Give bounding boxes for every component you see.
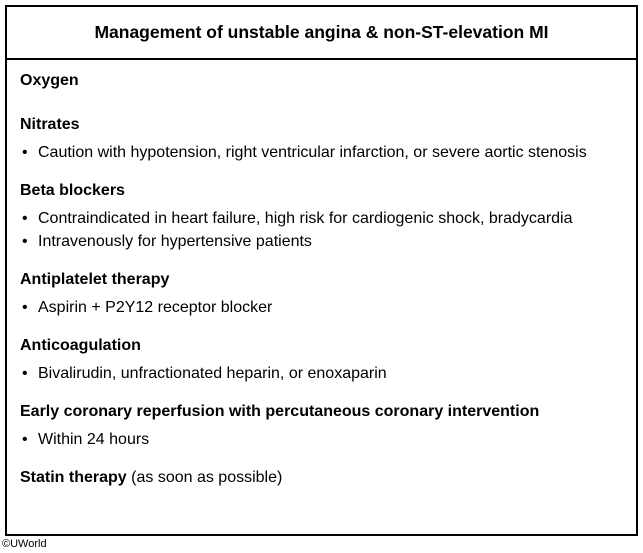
list-item-text: Caution with hypotension, right ventricu… (38, 144, 587, 161)
section-heading-text: Statin therapy (20, 469, 127, 486)
section-anticoagulation: Anticoagulation • Bivalirudin, unfraction… (20, 336, 636, 385)
table-content: Oxygen Nitrates • Caution with hypotensio… (7, 60, 636, 488)
bullet-list: • Contraindicated in heart failure, high … (20, 207, 636, 253)
section-heading: Oxygen (20, 72, 79, 89)
section-oxygen: Oxygen (20, 71, 636, 91)
bullet-icon: • (22, 144, 28, 161)
bullet-list: • Aspirin + P2Y12 receptor blocker (20, 296, 636, 319)
section-heading-note: (as soon as possible) (131, 469, 283, 486)
section-heading: Anticoagulation (20, 337, 141, 354)
bullet-icon: • (22, 299, 28, 316)
section-heading: Antiplatelet therapy (20, 271, 170, 288)
bullet-icon: • (22, 365, 28, 382)
list-item: • Within 24 hours (20, 428, 636, 451)
section-heading: Nitrates (20, 116, 80, 133)
list-item: • Bivalirudin, unfractionated heparin, or… (20, 362, 636, 385)
list-item: • Caution with hypotension, right ventric… (20, 141, 636, 164)
copyright-notice: ©UWorld (2, 538, 47, 550)
section-antiplatelet-therapy: Antiplatelet therapy • Aspirin + P2Y12 re… (20, 270, 636, 319)
list-item: • Aspirin + P2Y12 receptor blocker (20, 296, 636, 319)
section-heading: Beta blockers (20, 182, 125, 199)
bullet-list: • Bivalirudin, unfractionated heparin, or… (20, 362, 636, 385)
list-item-text: Contraindicated in heart failure, high r… (38, 210, 573, 227)
section-heading: Early coronary reperfusion with percutan… (20, 403, 540, 420)
section-beta-blockers: Beta blockers • Contraindicated in heart … (20, 181, 636, 253)
list-item: • Intravenously for hypertensive patients (20, 230, 636, 253)
management-table: Management of unstable angina & non-ST-e… (5, 5, 638, 536)
bullet-list: • Caution with hypotension, right ventric… (20, 141, 636, 164)
section-nitrates: Nitrates • Caution with hypotension, righ… (20, 115, 636, 164)
section-heading: Statin therapy (as soon as possible) (20, 468, 636, 488)
list-item-text: Intravenously for hypertensive patients (38, 233, 312, 250)
section-statin-therapy: Statin therapy (as soon as possible) (20, 468, 636, 488)
list-item-text: Within 24 hours (38, 431, 150, 448)
bullet-icon: • (22, 431, 28, 448)
table-title: Management of unstable angina & non-ST-e… (7, 7, 636, 60)
list-item: • Contraindicated in heart failure, high … (20, 207, 636, 230)
list-item-text: Aspirin + P2Y12 receptor blocker (38, 299, 273, 316)
list-item-text: Bivalirudin, unfractionated heparin, or … (38, 365, 387, 382)
bullet-icon: • (22, 210, 28, 227)
bullet-list: • Within 24 hours (20, 428, 636, 451)
bullet-icon: • (22, 233, 28, 250)
section-early-reperfusion: Early coronary reperfusion with percutan… (20, 402, 636, 451)
